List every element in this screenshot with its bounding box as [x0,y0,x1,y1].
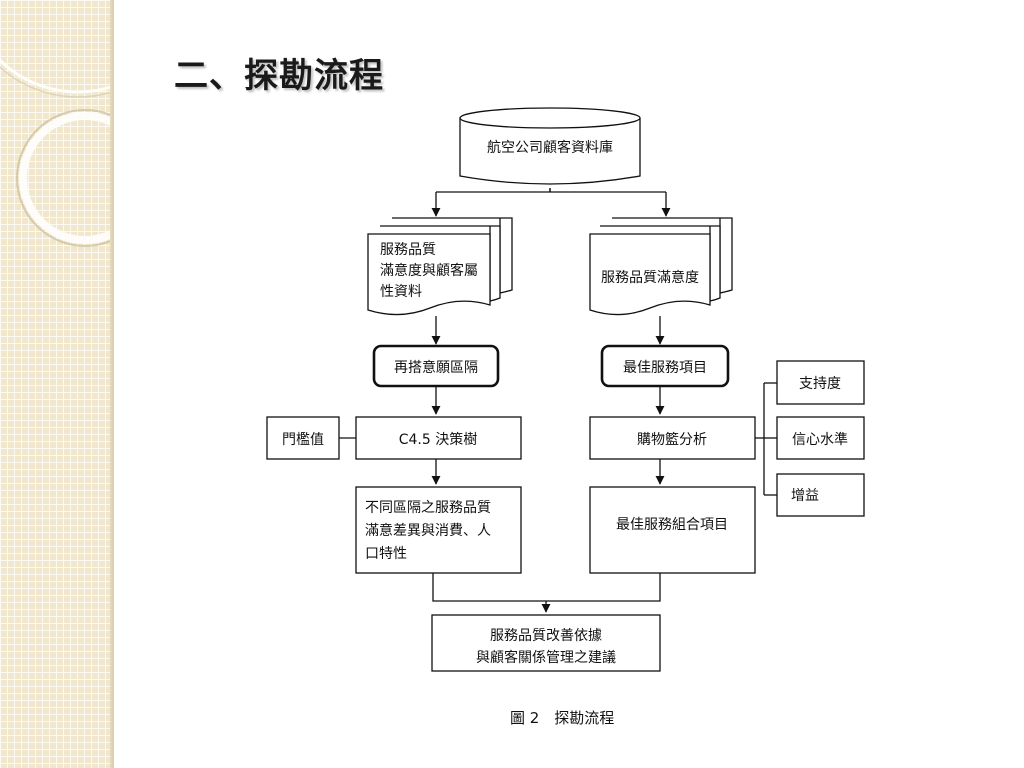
lift-label: 增益 [791,488,819,504]
left-result-line-2: 滿意差異與消費、人 [365,522,491,539]
left-result-line-3: 口特性 [365,546,407,562]
lift-box [776,473,865,517]
basket-analysis-box [589,416,756,460]
sidebar-edge [110,0,114,768]
decision-tree-box [355,416,522,460]
left-result-box [355,486,522,574]
basket-analysis-label: 購物籃分析 [637,432,707,448]
left-result-line-1: 不同區隔之服務品質 [365,500,491,516]
database-label: 航空公司顧客資料庫 [487,139,613,156]
decision-tree-label: C4.5 決策樹 [399,431,478,448]
right-result-box [589,486,756,574]
left-document-stack [367,217,513,316]
decorative-sidebar [0,0,114,768]
support-box [776,360,865,405]
final-line-1: 服務品質改善依據 [490,628,602,644]
right-document-stack [589,217,733,316]
threshold-label: 門檻值 [282,431,324,448]
right-result-label: 最佳服務組合項目 [616,517,728,533]
confidence-box [776,416,865,460]
left-doc-line-1: 服務品質 [380,242,436,258]
database-shape [459,107,641,185]
decorative-circles [0,58,114,247]
figure-caption: 圖 2 探勘流程 [510,709,615,727]
right-process-box [600,344,730,388]
confidence-label: 信心水準 [792,432,848,448]
slide-title: 二、探勘流程 [174,56,384,96]
support-label: 支持度 [799,376,841,392]
left-doc-line-2: 滿意度與顧客屬 [380,262,478,279]
final-box [431,614,661,672]
right-doc-label: 服務品質滿意度 [601,269,699,286]
left-doc-line-3: 性資料 [380,284,422,300]
final-line-2: 與顧客關係管理之建議 [476,649,616,666]
left-process-label: 再搭意願區隔 [394,359,478,376]
right-process-label: 最佳服務項目 [623,360,707,376]
